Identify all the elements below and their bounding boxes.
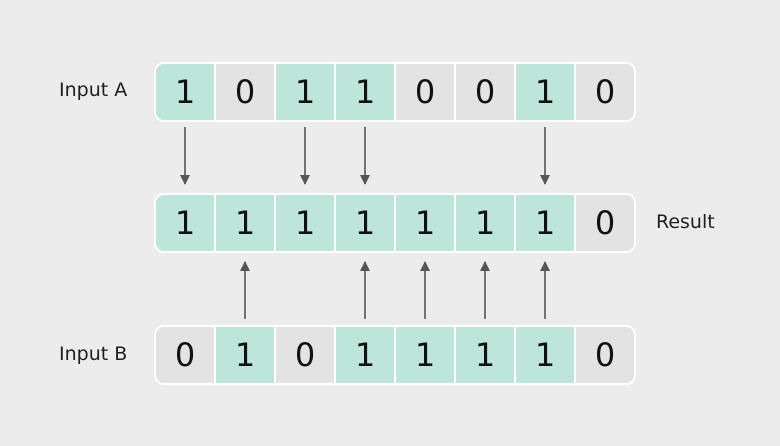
input-b-bit: 1 <box>336 327 396 383</box>
result-bit: 0 <box>576 195 634 251</box>
result-bit: 1 <box>156 195 216 251</box>
input-b-bit: 0 <box>156 327 216 383</box>
input-b-label: Input B <box>59 343 128 365</box>
input-a-bit: 0 <box>456 64 516 120</box>
input-b-bit: 0 <box>276 327 336 383</box>
input-a-bits: 1 0 1 1 0 0 1 0 <box>154 62 636 122</box>
result-bit: 1 <box>276 195 336 251</box>
input-a-bit: 1 <box>156 64 216 120</box>
input-b-bit: 1 <box>216 327 276 383</box>
input-a-bit: 1 <box>336 64 396 120</box>
input-a-bit: 0 <box>216 64 276 120</box>
result-bit: 1 <box>336 195 396 251</box>
input-a-bit: 1 <box>276 64 336 120</box>
result-bits: 1 1 1 1 1 1 1 0 <box>154 193 636 253</box>
input-b-bits: 0 1 0 1 1 1 1 0 <box>154 325 636 385</box>
input-a-label: Input A <box>59 79 128 101</box>
result-bit: 1 <box>516 195 576 251</box>
input-b-bit: 1 <box>456 327 516 383</box>
result-label: Result <box>656 211 715 233</box>
input-a-bit: 1 <box>516 64 576 120</box>
result-bit: 1 <box>456 195 516 251</box>
input-a-bit: 0 <box>396 64 456 120</box>
result-bit: 1 <box>216 195 276 251</box>
input-a-bit: 0 <box>576 64 634 120</box>
result-bit: 1 <box>396 195 456 251</box>
input-b-bit: 1 <box>516 327 576 383</box>
input-b-bit: 0 <box>576 327 634 383</box>
input-b-bit: 1 <box>396 327 456 383</box>
